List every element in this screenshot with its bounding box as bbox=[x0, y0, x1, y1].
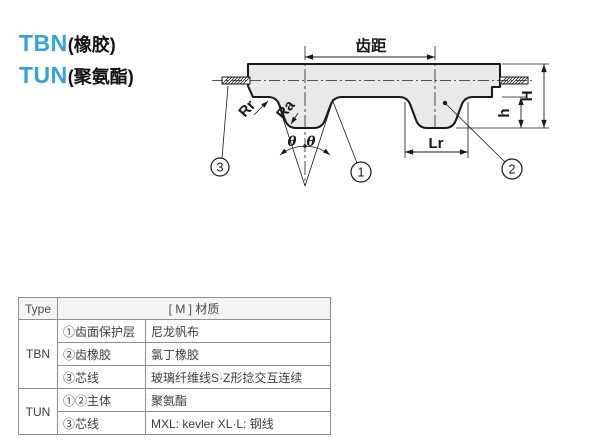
h-label: h bbox=[496, 108, 513, 117]
part-cell: ③芯线 bbox=[57, 365, 146, 389]
product-line-tbn: TBN(橡胶) bbox=[19, 29, 134, 61]
lr-dimension: Lr bbox=[404, 102, 469, 158]
theta-right-label: θ bbox=[306, 134, 315, 150]
svg-text:2: 2 bbox=[509, 163, 516, 177]
svg-text:Rr: Rr bbox=[235, 97, 259, 121]
material-cell: 玻璃纤维线S·Z形捻交互连续 bbox=[145, 365, 331, 389]
pitch-dimension: 齿距 bbox=[305, 37, 435, 60]
product-line-tun: TUN(聚氨酯) bbox=[19, 61, 134, 93]
part-cell: ③芯线 bbox=[57, 411, 146, 435]
h-dimension: h bbox=[496, 96, 527, 128]
part-cell: ②齿橡胶 bbox=[57, 342, 146, 366]
callout-3-core-wire: 3 bbox=[210, 85, 230, 177]
pitch-label: 齿距 bbox=[355, 37, 387, 55]
table-header-row: Type [ M ] 材质 bbox=[18, 297, 331, 320]
part-cell: ①②主体 bbox=[57, 388, 146, 412]
material-cell: 聚氨酯 bbox=[145, 388, 331, 412]
col-header-material: [ M ] 材质 bbox=[57, 297, 331, 320]
total-height-dimension: H bbox=[456, 63, 549, 129]
callout-1-tooth-surface: 1 bbox=[331, 98, 372, 183]
table-row-tun-1: TUN ①②主体 聚氨酯 bbox=[18, 388, 331, 435]
table-row-tbn-3: ③芯线 玻璃纤维线S·Z形捻交互连续 bbox=[19, 365, 331, 389]
col-header-type: Type bbox=[18, 297, 58, 320]
table-row-tbn-1: TBN ①齿面保护层 尼龙帆布 bbox=[18, 319, 331, 389]
callout-2-tooth-rubber: 2 bbox=[442, 100, 523, 180]
product-note-rubber: (橡胶) bbox=[67, 35, 116, 55]
product-codes: TBN(橡胶) TUN(聚氨酯) bbox=[19, 29, 134, 93]
product-note-polyurethane: (聚氨酯) bbox=[67, 67, 134, 87]
material-cell: 氯丁橡胶 bbox=[145, 342, 331, 366]
svg-text:1: 1 bbox=[358, 166, 365, 180]
part-cell: ①齿面保护层 bbox=[57, 319, 146, 343]
svg-text:3: 3 bbox=[217, 161, 224, 175]
material-cell: 尼龙帆布 bbox=[145, 319, 331, 343]
belt-body-outline bbox=[246, 62, 502, 130]
product-code-tun: TUN bbox=[19, 62, 68, 88]
tooth-angle-dimension: θ θ bbox=[276, 99, 334, 187]
product-code-tbn: TBN bbox=[19, 30, 68, 56]
material-spec-table: Type [ M ] 材质 TBN ①齿面保护层 尼龙帆布 ②齿橡胶 氯丁橡胶 … bbox=[18, 297, 331, 435]
lr-label: Lr bbox=[429, 135, 444, 152]
type-cell-tun: TUN bbox=[18, 388, 58, 435]
material-cell: MXL: kevler XL·L: 钢线 bbox=[145, 411, 331, 435]
type-cell-tbn: TBN bbox=[18, 319, 58, 389]
rr-radius-label: Rr bbox=[235, 97, 269, 121]
theta-left-label: θ bbox=[287, 134, 296, 150]
table-row-tun-2: ③芯线 MXL: kevler XL·L: 钢线 bbox=[19, 411, 331, 435]
table-row-tbn-2: ②齿橡胶 氯丁橡胶 bbox=[19, 342, 331, 366]
total-height-label: H bbox=[519, 91, 536, 102]
